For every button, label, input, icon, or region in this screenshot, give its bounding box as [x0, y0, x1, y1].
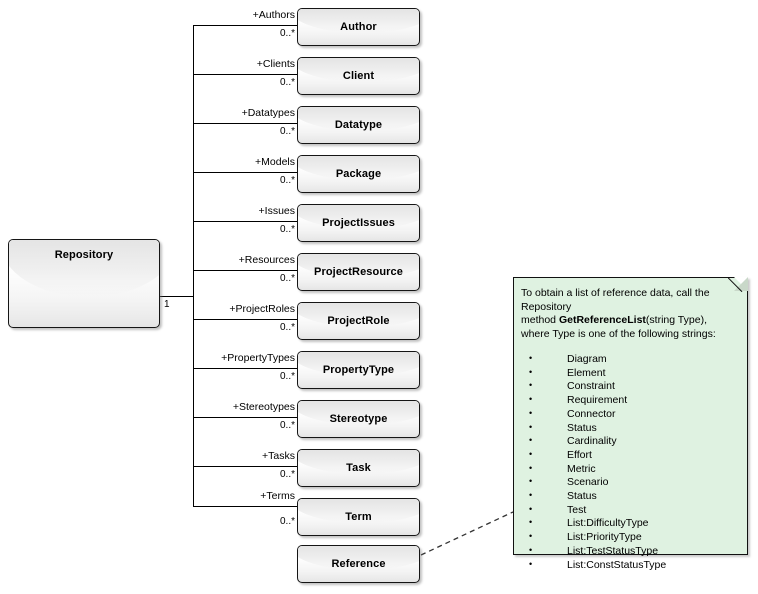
role-label: +PropertyTypes	[221, 352, 295, 364]
role-label: +Resources	[238, 254, 295, 266]
role-label: +Datatypes	[241, 107, 295, 119]
class-box-package[interactable]: Package	[297, 155, 420, 193]
multiplicity-label: 0..*	[279, 273, 295, 284]
branch-line	[193, 506, 298, 507]
note-list-item: Diagram	[521, 352, 740, 367]
multiplicity-label: 0..*	[279, 420, 295, 431]
note-box[interactable]: To obtain a list of reference data, call…	[513, 277, 748, 571]
multiplicity-label: 0..*	[279, 371, 295, 382]
multiplicity-label: 0..*	[279, 322, 295, 333]
branch-line	[193, 74, 298, 75]
root-connector-stub	[160, 296, 194, 297]
note-line-1: To obtain a list of reference data, call…	[521, 287, 710, 313]
note-list-item: Requirement	[521, 393, 740, 408]
class-box-projectrole[interactable]: ProjectRole	[297, 302, 420, 340]
role-label: +Issues	[258, 205, 295, 217]
note-list-item: Metric	[521, 462, 740, 477]
class-name-label: ProjectIssues	[322, 217, 395, 229]
class-box-projectissues[interactable]: ProjectIssues	[297, 204, 420, 242]
class-box-propertytype[interactable]: PropertyType	[297, 351, 420, 389]
class-name-label: Repository	[54, 249, 114, 261]
role-label: +Stereotypes	[232, 401, 295, 413]
note-line-2-suffix: (string Type),	[645, 314, 707, 326]
note-list-item: Element	[521, 366, 740, 381]
class-name-label: Reference	[331, 558, 386, 570]
class-name-label: ProjectResource	[314, 266, 403, 278]
branch-line	[193, 123, 298, 124]
class-box-reference[interactable]: Reference	[297, 545, 420, 583]
multiplicity-label-root: 1	[164, 299, 170, 310]
class-name-label: Task	[346, 462, 371, 474]
branch-line	[193, 172, 298, 173]
class-box-sheen	[9, 240, 159, 298]
branch-line	[193, 25, 298, 26]
note-list-item: Constraint	[521, 379, 740, 394]
class-box-term[interactable]: Term	[297, 498, 420, 536]
multiplicity-label: 0..*	[279, 175, 295, 186]
class-box-stereotype[interactable]: Stereotype	[297, 400, 420, 438]
branch-line	[193, 417, 298, 418]
role-label: +Terms	[260, 490, 295, 502]
multiplicity-label: 0..*	[279, 77, 295, 88]
multiplicity-label: 0..*	[279, 516, 295, 527]
class-box-datatype[interactable]: Datatype	[297, 106, 420, 144]
class-box-client[interactable]: Client	[297, 57, 420, 95]
class-name-label: Datatype	[334, 119, 383, 131]
note-list-item: List:PriorityType	[521, 530, 740, 545]
class-name-label: Package	[335, 168, 382, 180]
note-type-list: Diagram Element Constraint Requirement C…	[521, 352, 740, 573]
multiplicity-label: 0..*	[279, 224, 295, 235]
class-box-task[interactable]: Task	[297, 449, 420, 487]
role-label: +Clients	[256, 58, 295, 70]
role-label: +Authors	[252, 9, 295, 21]
class-name-label: Stereotype	[329, 413, 388, 425]
branch-line	[193, 221, 298, 222]
role-label: +ProjectRoles	[229, 303, 295, 315]
branch-line	[193, 466, 298, 467]
note-list-item: Connector	[521, 407, 740, 422]
note-fold-corner-icon	[734, 277, 748, 291]
class-name-label: Author	[340, 21, 377, 33]
note-list-item: List:DifficultyType	[521, 516, 740, 531]
multiplicity-label: 0..*	[279, 28, 295, 39]
class-box-repository[interactable]: Repository	[8, 239, 160, 328]
branch-spine	[193, 25, 194, 506]
branch-line	[193, 270, 298, 271]
note-list-item: List:ConstStatusType	[521, 558, 740, 573]
note-list-item: Test	[521, 503, 740, 518]
note-list-item: Status	[521, 421, 740, 436]
class-box-projectresource[interactable]: ProjectResource	[297, 253, 420, 291]
multiplicity-label: 0..*	[279, 126, 295, 137]
note-line-2-prefix: method	[521, 314, 559, 326]
class-name-label: ProjectRole	[327, 315, 390, 327]
branch-line	[193, 319, 298, 320]
role-label: +Tasks	[262, 450, 295, 462]
note-method-name: GetReferenceList	[558, 314, 646, 326]
note-line-2: method GetReferenceList(string Type),	[521, 314, 740, 328]
class-name-label: PropertyType	[322, 364, 395, 376]
multiplicity-label: 0..*	[279, 469, 295, 480]
role-label: +Models	[255, 156, 295, 168]
note-list-item: Scenario	[521, 475, 740, 490]
note-list-item: Status	[521, 489, 740, 504]
note-list-item: Cardinality	[521, 434, 740, 449]
class-name-label: Term	[345, 511, 372, 523]
note-list-item: Effort	[521, 448, 740, 463]
note-list-item: List:TestStatusType	[521, 544, 740, 559]
class-name-label: Client	[342, 70, 375, 82]
class-box-author[interactable]: Author	[297, 8, 420, 46]
branch-line	[193, 368, 298, 369]
note-line-3: where Type is one of the following strin…	[521, 327, 716, 340]
note-text: To obtain a list of reference data, call…	[521, 287, 740, 572]
